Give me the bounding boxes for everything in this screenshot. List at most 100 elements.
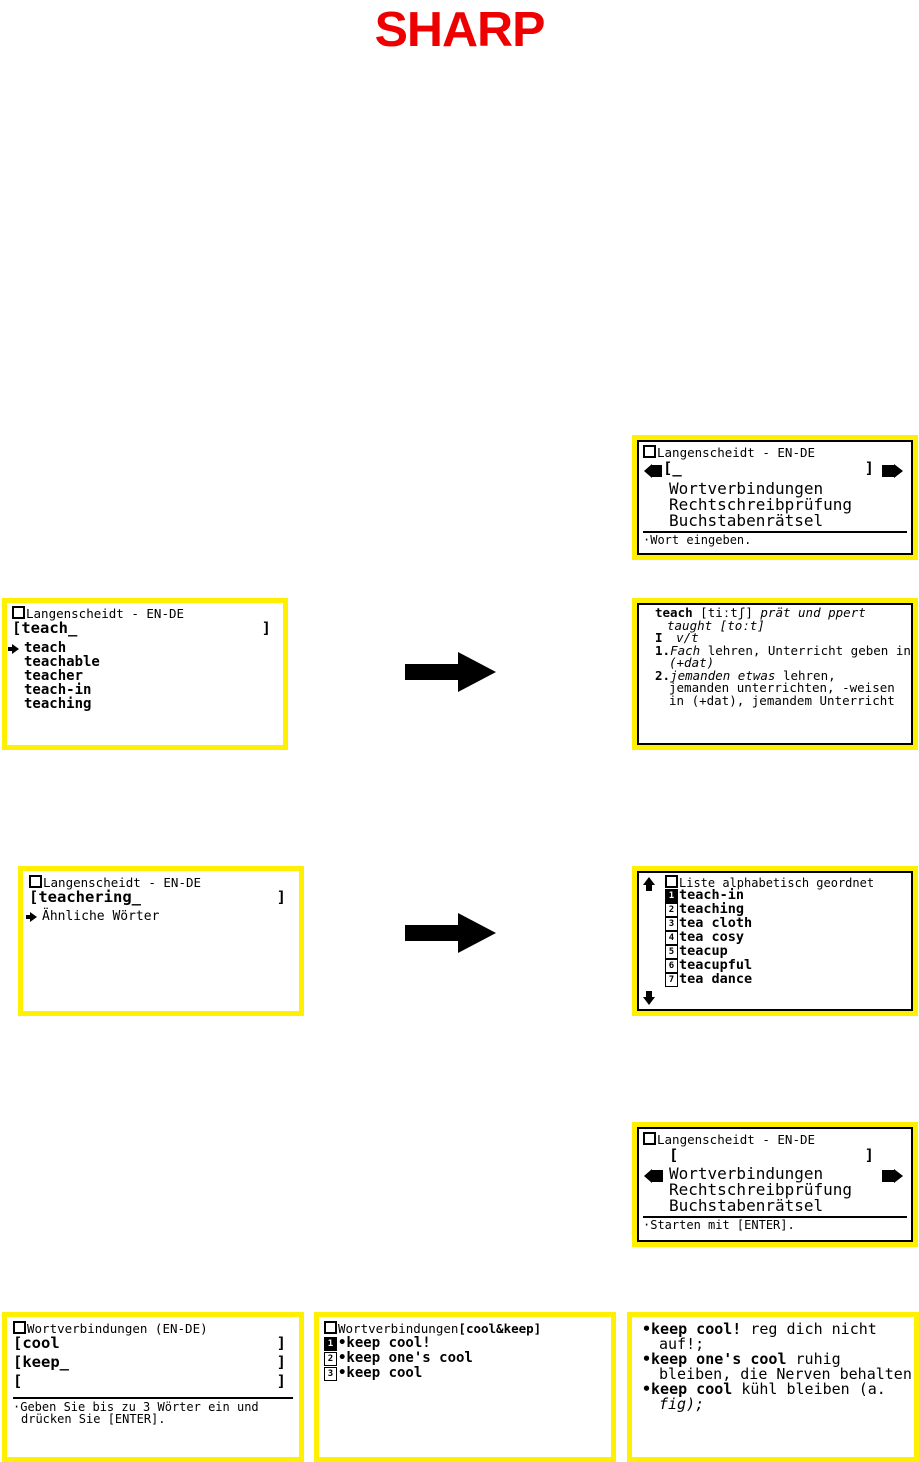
detail-term: •keep cool! <box>642 1320 742 1338</box>
screen-teach-definition-inner: teach [tiːtʃ] prät und ppert taught [toː… <box>637 603 913 745</box>
cursor-left-block-icon <box>651 1169 663 1182</box>
item-label: tea cosy <box>679 929 745 945</box>
screen-teachering-entry: Langenscheidt - EN-DE [teachering_ ] Ähn… <box>18 866 304 1016</box>
screen-search-entry: Langenscheidt - EN-DE [_ ] Wortverbindun… <box>632 435 918 560</box>
menu-start-close-bracket: ] <box>864 1145 874 1164</box>
teach-search-input-row[interactable]: [teach_ ] <box>12 618 278 641</box>
detail-gloss: ruhig <box>786 1350 841 1368</box>
search-input-row[interactable]: [_ ] <box>643 458 907 480</box>
screen-teach-definition: teach [tiːtʃ] prät und ppert taught [toː… <box>632 598 918 750</box>
list-item-aehnliche-woerter[interactable]: Ähnliche Wörter <box>26 910 293 923</box>
item-label: tea dance <box>679 971 753 987</box>
word-field-3-value[interactable]: [ <box>13 1371 23 1390</box>
item-number-badge: 5 <box>665 945 678 959</box>
divider <box>643 530 907 533</box>
definition-section-marker: I <box>655 630 663 645</box>
item-label: teach-in <box>679 887 745 903</box>
item-number-badge: 4 <box>665 931 678 945</box>
definition-sense-2-cont3-row: in (+dat), jemandem Unterricht <box>645 692 908 708</box>
sense-italic-lead: jemanden etwas <box>670 667 776 683</box>
teachering-input-row[interactable]: [teachering_ ] <box>29 887 293 910</box>
list-item-teaching[interactable]: teaching <box>24 695 92 712</box>
list-item-teachable[interactable]: teachable <box>24 653 100 670</box>
list-item-teacher[interactable]: teacher <box>24 667 84 684</box>
divider <box>13 1396 293 1399</box>
selection-arrow-stem-icon <box>8 646 15 651</box>
sharp-logo: SHARP <box>374 3 546 57</box>
screen-teach-list-inner: Langenscheidt - EN-DE [teach_ ] teach te… <box>7 603 283 745</box>
item-number-badge: 2 <box>665 903 678 917</box>
screen-teachering-entry-inner: Langenscheidt - EN-DE [teachering_ ] Ähn… <box>23 871 299 1011</box>
menu-start-input-row[interactable]: [ ] <box>643 1145 907 1166</box>
scroll-up-arrow-icon[interactable] <box>643 877 655 885</box>
definition-headword: teach <box>655 605 693 620</box>
screen-wortverbindungen-detail: •keep cool! reg dich nicht auf!; •keep o… <box>627 1312 919 1462</box>
titlebar-teachering: Langenscheidt - EN-DE <box>29 875 293 890</box>
scroll-up-arrow-stem-icon <box>646 884 652 891</box>
item-number-badge: 1 <box>324 1336 337 1351</box>
list-item-teach-in[interactable]: teach-in <box>24 681 92 698</box>
item-label: teacupful <box>679 957 753 973</box>
hint-line-1: ·Geben Sie bis zu 3 Wörter ein und <box>13 1399 259 1414</box>
list-item-teach[interactable]: teach <box>8 641 278 655</box>
detail-entry-3-line2: fig); <box>659 1395 705 1413</box>
result-item-2[interactable]: 2•keep one's cool <box>324 1351 606 1366</box>
menu-item-buchstabenraetsel[interactable]: Buchstabenrätsel <box>669 510 824 530</box>
menu-item-label: Wortverbindungen <box>669 1163 824 1183</box>
result-item-3[interactable]: 3•keep cool <box>324 1366 606 1381</box>
definition-sense-1-cont: (+dat) <box>669 655 715 670</box>
item-number-badge: 1 <box>665 889 678 903</box>
menu-item-wortverbindungen[interactable]: Wortverbindungen <box>669 478 824 498</box>
word-field-1[interactable]: [cool ] <box>13 1333 293 1355</box>
book-icon <box>29 875 42 888</box>
arrow-head-icon <box>458 913 496 953</box>
word-field-2-value[interactable]: [keep_ <box>13 1352 69 1371</box>
menu-start-input-value[interactable]: [ <box>669 1145 679 1164</box>
selection-arrow-icon <box>30 911 37 922</box>
word-field-1-value[interactable]: [cool <box>13 1333 60 1352</box>
item-number-badge: 2 <box>324 1351 337 1366</box>
screen-menu-start: Langenscheidt - EN-DE [ ] Wortverbindung… <box>632 1122 918 1247</box>
cursor-left-block-icon <box>651 464 662 477</box>
detail-gloss: reg dich nicht <box>741 1320 877 1338</box>
arrow-head-icon <box>458 652 496 692</box>
menu-item-rechtschreibpruefung[interactable]: Rechtschreibprüfung <box>669 1179 853 1199</box>
book-icon <box>324 1321 337 1334</box>
screen-wortverbindungen-results: Wortverbindungen[cool&keep] 1•keep cool!… <box>314 1312 616 1462</box>
detail-term: •keep cool <box>642 1380 733 1398</box>
definition-sense-2-cont3: in (+dat), jemandem Unterricht <box>669 692 895 708</box>
definition-past-form: taught [toːt] <box>667 617 765 633</box>
item-label: teacup <box>679 943 728 959</box>
teachering-input-value[interactable]: [teachering_ <box>29 887 141 906</box>
cursor-left-icon <box>644 1168 652 1183</box>
sense-number: 2. <box>655 667 671 683</box>
titlebar-alpha-list: Liste alphabetisch geordnet <box>665 875 908 889</box>
sense-text: lehren, <box>775 667 836 683</box>
menu-item-wortverbindungen[interactable]: Wortverbindungen <box>643 1163 907 1183</box>
menu-item-rechtschreibpruefung[interactable]: Rechtschreibprüfung <box>669 494 853 514</box>
hint-line-2: drücken Sie [ENTER]. <box>21 1411 166 1426</box>
word-field-3[interactable]: [ ] <box>13 1371 293 1393</box>
menu-item-buchstabenraetsel[interactable]: Buchstabenrätsel <box>669 1195 824 1215</box>
teach-search-input-value[interactable]: [teach_ <box>12 618 78 637</box>
detail-entry-1-line2: auf!; <box>659 1335 705 1353</box>
search-input-value[interactable]: [_ <box>663 458 682 477</box>
item-number-badge: 6 <box>665 959 678 973</box>
word-field-2-close: ] <box>276 1352 286 1371</box>
book-icon <box>13 1321 26 1334</box>
result-item-1[interactable]: 1•keep cool! <box>324 1336 606 1351</box>
arrow-shaft <box>405 664 460 680</box>
titlebar-wortverbindungen-results: Wortverbindungen[cool&keep] <box>324 1321 606 1336</box>
word-field-2[interactable]: [keep_ ] <box>13 1352 293 1374</box>
scroll-down-arrow-stem-icon <box>646 991 652 998</box>
cursor-right-block-icon <box>882 464 894 477</box>
scroll-down-arrow-icon[interactable] <box>643 997 655 1005</box>
